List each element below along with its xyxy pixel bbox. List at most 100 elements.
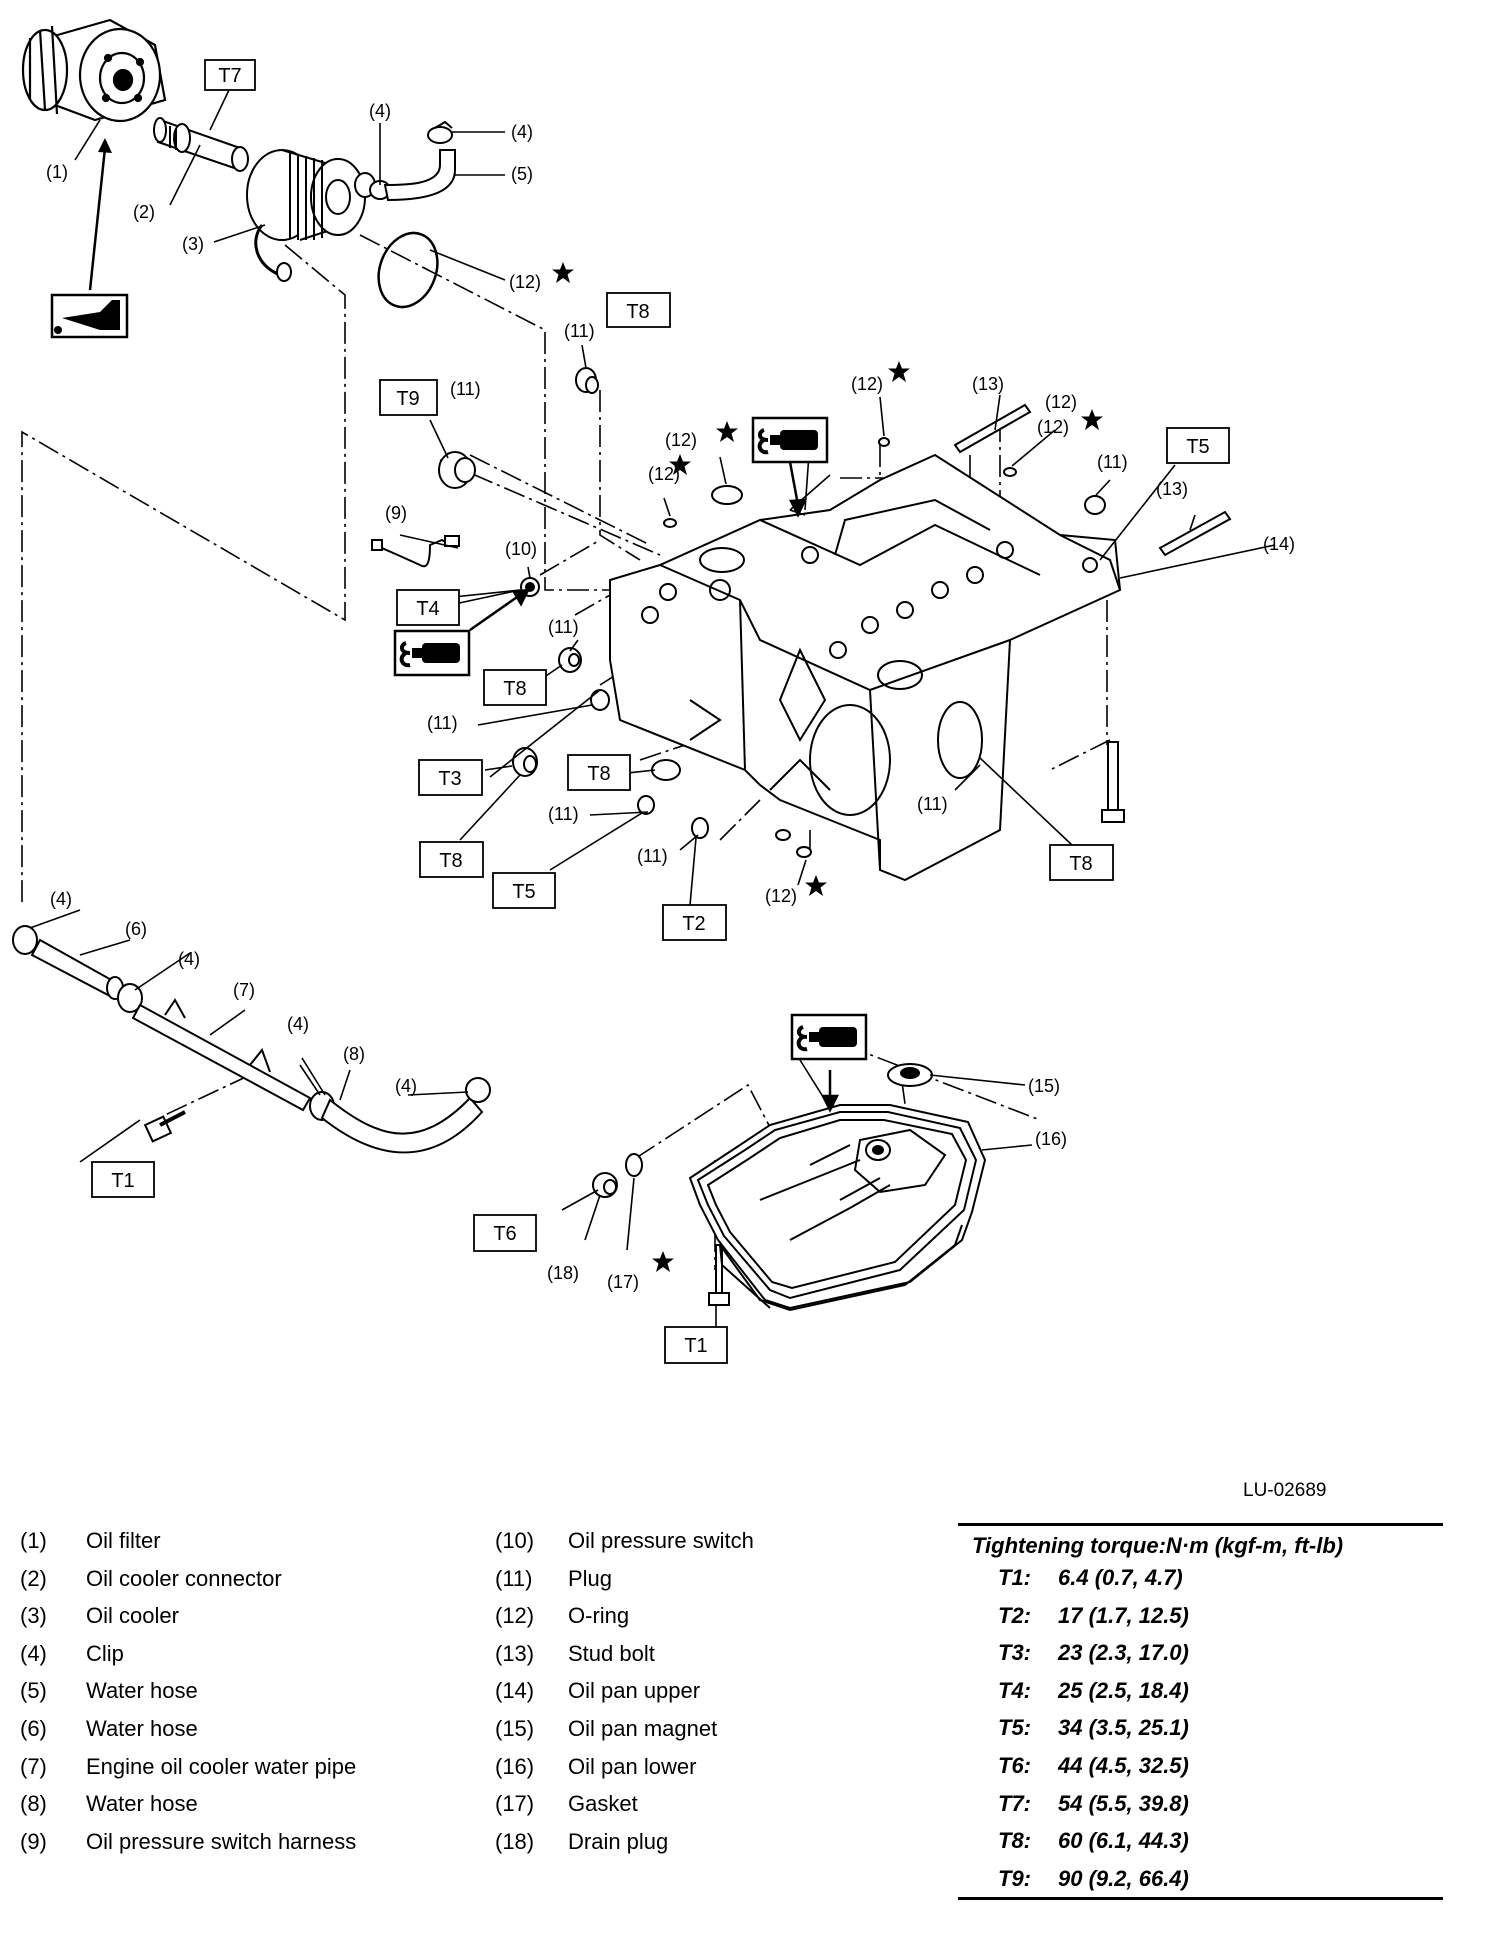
callout-11: (11) xyxy=(1097,452,1128,472)
svg-text:T8: T8 xyxy=(439,850,462,872)
callout-10: (10) xyxy=(505,539,537,559)
star-icon xyxy=(716,421,738,442)
callout-12: (12) xyxy=(765,886,797,906)
water-hose-5-drawing xyxy=(369,120,456,202)
tag-T2: T2 xyxy=(662,904,727,941)
callout-12: (12) xyxy=(1037,417,1069,437)
harness-and-switch-drawing xyxy=(371,535,540,597)
drain-plug-and-gasket-drawing xyxy=(592,1153,643,1198)
tag-T4: T4 xyxy=(396,589,460,626)
torque-table-header: Tightening torque:N·m (kgf-m, ft-lb) xyxy=(972,1533,1344,1558)
torque-tags: T7 T8 T9 T5 T4 T8 T3 T8 T8 T5 T2 T8 T1 T… xyxy=(91,59,1230,1364)
svg-text:T5: T5 xyxy=(512,881,535,903)
callout-12: (12) xyxy=(665,430,697,450)
legend-row: (10)Oil pressure switch xyxy=(495,1528,754,1553)
star-icon xyxy=(888,361,910,382)
callout-4: (4) xyxy=(178,949,200,969)
stud-bolts-drawing xyxy=(953,403,1232,823)
callout-13: (13) xyxy=(1156,479,1188,499)
callout-18: (18) xyxy=(547,1263,579,1283)
callout-13: (13) xyxy=(972,374,1004,394)
svg-text:T3: T3 xyxy=(438,768,461,790)
liquid-gasket-icon xyxy=(790,1013,868,1061)
callout-1: (1) xyxy=(46,162,68,182)
water-pipe-assembly-drawing xyxy=(12,925,491,1154)
callout-15: (15) xyxy=(1028,1076,1060,1096)
engine-oil-icon xyxy=(50,293,129,339)
svg-text:T8: T8 xyxy=(1069,853,1092,875)
svg-text:T1: T1 xyxy=(684,1335,707,1357)
callout-12: (12) xyxy=(648,464,680,484)
callout-11: (11) xyxy=(917,794,948,814)
tag-T6: T6 xyxy=(473,1214,537,1252)
legend-row: (4)Clip xyxy=(20,1640,124,1666)
callout-labels: (1) (2) (3) (4) (4) (5) (12) (11) (11) (… xyxy=(46,101,1295,1292)
callout-12: (12) xyxy=(509,272,541,292)
callout-2: (2) xyxy=(133,202,155,222)
svg-text:T1: T1 xyxy=(111,1170,134,1192)
callout-8: (8) xyxy=(343,1044,365,1064)
svg-text:T8: T8 xyxy=(626,301,649,323)
tag-T9: T9 xyxy=(379,379,438,416)
torque-row: T4:25 (2.5, 18.4) xyxy=(998,1677,1189,1703)
callout-11: (11) xyxy=(637,846,668,866)
callout-4: (4) xyxy=(511,122,533,142)
torque-row: T7:54 (5.5, 39.8) xyxy=(998,1790,1189,1816)
legend-row: (6)Water hose xyxy=(20,1715,198,1741)
torque-row: T5:34 (3.5, 25.1) xyxy=(998,1715,1189,1741)
callout-7: (7) xyxy=(233,980,255,1000)
svg-text:T6: T6 xyxy=(493,1223,516,1245)
oil-pan-upper-drawing xyxy=(609,453,1122,882)
callout-11: (11) xyxy=(427,713,458,733)
tag-T5: T5 xyxy=(1166,427,1230,464)
oil-pan-lower-drawing xyxy=(688,1104,987,1312)
sealant-arrows xyxy=(469,461,840,1113)
legend-row: (18)Drain plug xyxy=(495,1828,669,1854)
oil-cooler-drawing xyxy=(246,149,376,282)
callout-4: (4) xyxy=(50,889,72,909)
o-ring-cooler xyxy=(377,231,439,309)
star-icon xyxy=(652,1251,674,1272)
callout-11: (11) xyxy=(564,321,595,341)
torque-row: T2:17 (1.7, 12.5) xyxy=(998,1602,1189,1628)
oil-filter-drawing xyxy=(21,18,167,123)
svg-text:T7: T7 xyxy=(218,65,241,87)
callout-4: (4) xyxy=(395,1076,417,1096)
legend-row: (5)Water hose xyxy=(20,1678,198,1704)
oil-arrow xyxy=(88,147,107,291)
tag-T8: T8 xyxy=(419,841,484,878)
plugs-drawing xyxy=(438,367,1106,839)
callout-12: (12) xyxy=(1045,392,1077,412)
legend-row: (1)Oil filter xyxy=(20,1528,161,1553)
legend-row: (12)O-ring xyxy=(495,1603,630,1629)
callout-11: (11) xyxy=(548,617,579,637)
liquid-gasket-icon xyxy=(751,416,829,464)
torque-row: T8:60 (6.1, 44.3) xyxy=(998,1828,1189,1854)
legend-row: (14)Oil pan upper xyxy=(495,1678,701,1704)
oil-pan-magnet-drawing xyxy=(887,1063,933,1087)
svg-text:T9: T9 xyxy=(396,388,419,410)
legend-row: (15)Oil pan magnet xyxy=(495,1715,718,1741)
svg-text:T5: T5 xyxy=(1186,436,1209,458)
tag-T5: T5 xyxy=(492,872,556,909)
legend-middle-column: (10)Oil pressure switch (11)Plug (12)O-r… xyxy=(495,1528,935,1866)
tag-T8: T8 xyxy=(483,669,547,706)
legend-row: (3)Oil cooler xyxy=(20,1603,179,1629)
legend-row: (17)Gasket xyxy=(495,1791,638,1817)
tag-T8: T8 xyxy=(1049,844,1114,881)
svg-text:T8: T8 xyxy=(587,763,610,785)
torque-row: T9:90 (9.2, 66.4) xyxy=(998,1865,1189,1891)
legend-row: (2)Oil cooler connector xyxy=(20,1565,282,1591)
figure-id: LU-02689 xyxy=(1243,1480,1327,1501)
o-rings-drawing xyxy=(663,437,1017,858)
callout-14: (14) xyxy=(1263,534,1295,554)
legend-row: (8)Water hose xyxy=(20,1791,198,1817)
callout-6: (6) xyxy=(125,919,147,939)
oil-cooler-connector-drawing xyxy=(153,117,249,172)
star-icon xyxy=(805,875,827,896)
torque-row: T3:23 (2.3, 17.0) xyxy=(998,1640,1189,1666)
exploded-parts-diagram: T7 T8 T9 T5 T4 T8 T3 T8 T8 T5 T2 T8 T1 T… xyxy=(12,18,1295,1364)
torque-table: Tightening torque:N·m (kgf-m, ft-lb) T1:… xyxy=(958,1523,1443,1903)
callout-9: (9) xyxy=(385,503,407,523)
legend-row: (13)Stud bolt xyxy=(495,1640,655,1666)
